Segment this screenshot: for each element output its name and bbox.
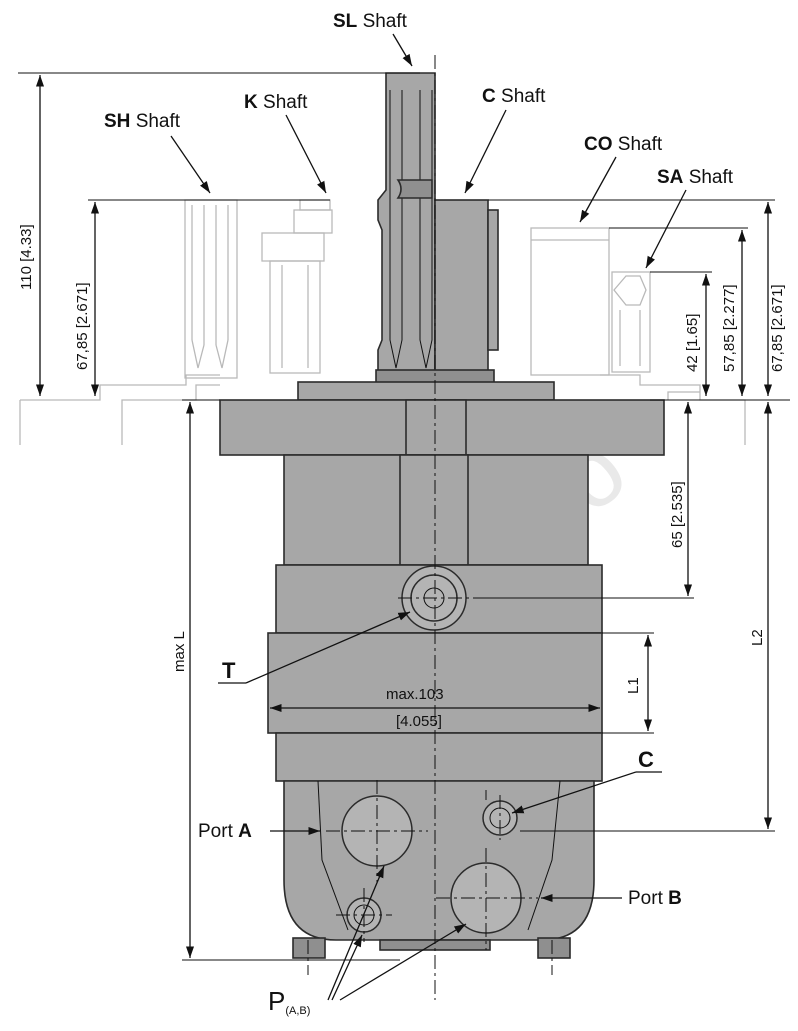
end-cover <box>283 780 595 941</box>
label-sa-shaft: SA Shaft <box>657 167 734 188</box>
dim-width-mm: max.103 <box>386 686 444 703</box>
label-p-ab: P(A,B) <box>268 986 310 1017</box>
label-k-shaft: K Shaft <box>244 92 308 113</box>
label-co-shaft: CO Shaft <box>584 134 663 155</box>
label-sl-shaft: SL Shaft <box>333 11 408 32</box>
dimension-lines <box>18 72 790 961</box>
dim-l2: L2 <box>749 629 766 646</box>
dim-65: 65 [2.535] <box>669 481 686 548</box>
leader-lines <box>170 33 687 1001</box>
dim-42: 42 [1.65] <box>684 314 701 372</box>
sl-shaft <box>377 72 436 379</box>
alternative-shaft-outlines <box>19 199 746 445</box>
label-c-port: C <box>638 747 654 772</box>
dim-67-85-right: 67,85 [2.671] <box>769 284 786 372</box>
dim-67-85-left: 67,85 [2.671] <box>74 282 91 370</box>
label-port-b: Port B <box>628 888 682 909</box>
label-t-port: T <box>222 658 236 683</box>
label-sh-shaft: SH Shaft <box>104 111 181 132</box>
dim-max-l: max L <box>171 631 188 672</box>
dim-110: 110 [4.33] <box>18 224 35 290</box>
label-port-a: Port A <box>198 821 252 842</box>
dim-57-85: 57,85 [2.277] <box>721 284 738 372</box>
label-c-shaft: C Shaft <box>482 86 546 107</box>
dim-l1: L1 <box>625 677 642 694</box>
c-shaft <box>434 199 489 379</box>
dim-width-inch: [4.055] <box>396 713 442 730</box>
